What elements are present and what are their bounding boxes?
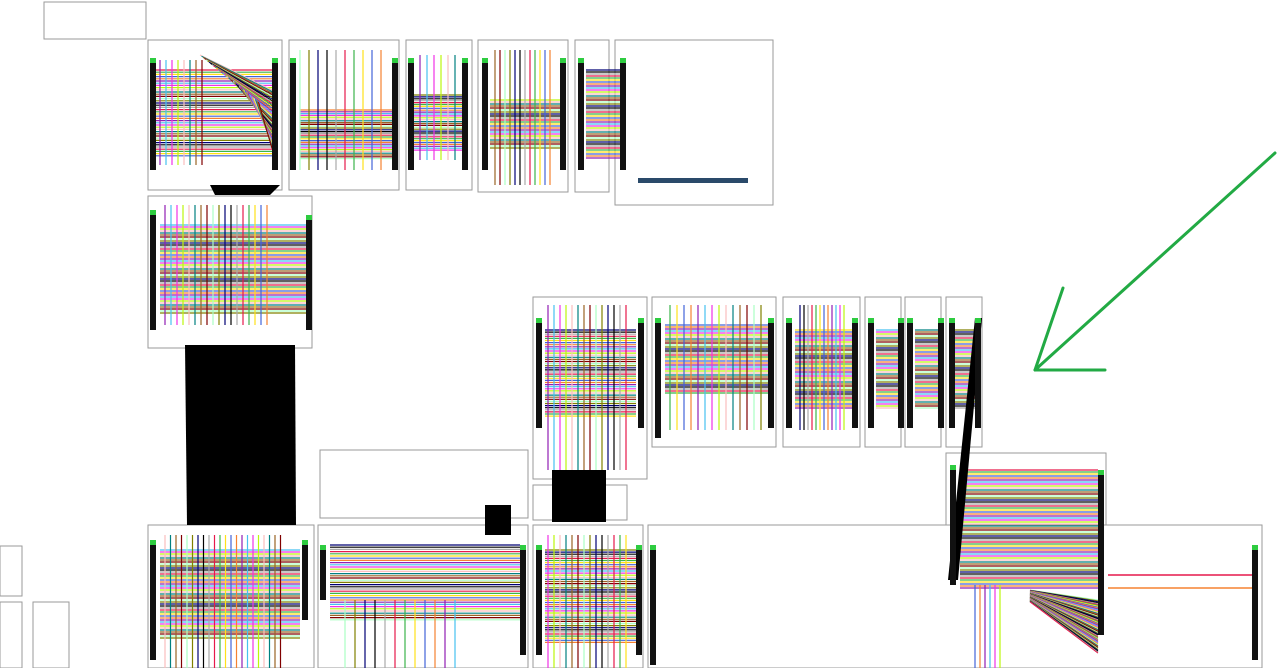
pin-strip [578,58,584,170]
subsheet-frame [317,524,529,668]
pin-highlight [482,58,488,63]
wire [258,101,273,149]
annotation-arrow-shaft [1033,151,1277,372]
pin-highlight [786,318,792,323]
pin-strip [786,318,792,428]
pin-highlight [852,318,858,323]
subsheet-frame [32,601,70,668]
pin-highlight [636,545,642,550]
pin-highlight [1098,470,1104,475]
pin-strip [650,545,656,665]
pin-highlight [290,58,296,63]
pin-strip [852,318,858,428]
pin-highlight [392,58,398,63]
pin-strip [482,58,488,170]
pin-strip [536,545,542,655]
pin-highlight [1252,545,1258,550]
bus-bundle [485,505,511,535]
pin-strip [949,318,955,428]
pin-strip [898,318,904,428]
pin-strip [320,545,326,600]
wire [199,54,273,91]
pin-strip [392,58,398,170]
pin-highlight [620,58,626,63]
pin-highlight [150,58,156,63]
pin-highlight [302,540,308,545]
pin-highlight [898,318,904,323]
pin-strip [938,318,944,428]
pin-highlight [938,318,944,323]
pin-strip [907,318,913,428]
pin-strip [302,540,308,620]
subsheet-frame [614,39,774,206]
pin-highlight [306,215,312,220]
pin-highlight [408,58,414,63]
pin-strip [408,58,414,170]
subsheet-frame [147,195,313,349]
pin-highlight [150,540,156,545]
pin-strip [520,545,526,655]
pin-highlight [907,318,913,323]
pin-highlight [578,58,584,63]
pin-highlight [650,545,656,550]
pin-strip [975,318,981,428]
pin-strip [150,540,156,660]
pin-strip [768,318,774,428]
pin-highlight [768,318,774,323]
pin-strip [536,318,542,428]
annotation-arrow-icon [1033,151,1277,372]
pin-strip [272,58,278,170]
pin-strip [150,58,156,170]
wire [202,56,273,94]
pin-strip [290,58,296,170]
pin-strip [950,465,956,585]
pin-highlight [320,545,326,550]
pin-highlight [950,465,956,470]
subsheet-frame [43,1,147,40]
pin-strip [306,215,312,330]
pin-strip [1098,470,1104,635]
pin-highlight [560,58,566,63]
pin-strip [638,318,644,428]
pin-highlight [949,318,955,323]
subsheet-frame [651,296,777,448]
wire [201,55,273,92]
bus-bundle [948,318,982,580]
pin-highlight [536,545,542,550]
pin-strip [462,58,468,170]
pin-highlight [520,545,526,550]
subsheet-frame [0,545,23,597]
pin-strip [655,318,661,438]
pin-strip [620,58,626,170]
pin-strip [868,318,874,428]
subsheet-frame [0,601,23,668]
pin-highlight [462,58,468,63]
pin-highlight [150,210,156,215]
pin-strip [150,210,156,330]
annotation-arrow-head [1033,286,1107,372]
pin-highlight [868,318,874,323]
wire [1029,601,1099,654]
bus-bundle [552,470,606,522]
pin-highlight [655,318,661,323]
bus-bundle [210,185,280,195]
pin-strip [636,545,642,655]
subsheet-frame [405,39,473,191]
pin-highlight [272,58,278,63]
bus-bundle [185,345,296,525]
pin-strip [560,58,566,170]
pin-highlight [975,318,981,323]
pin-strip [1252,545,1258,660]
bus-bar [638,178,748,183]
pin-highlight [536,318,542,323]
pin-highlight [638,318,644,323]
